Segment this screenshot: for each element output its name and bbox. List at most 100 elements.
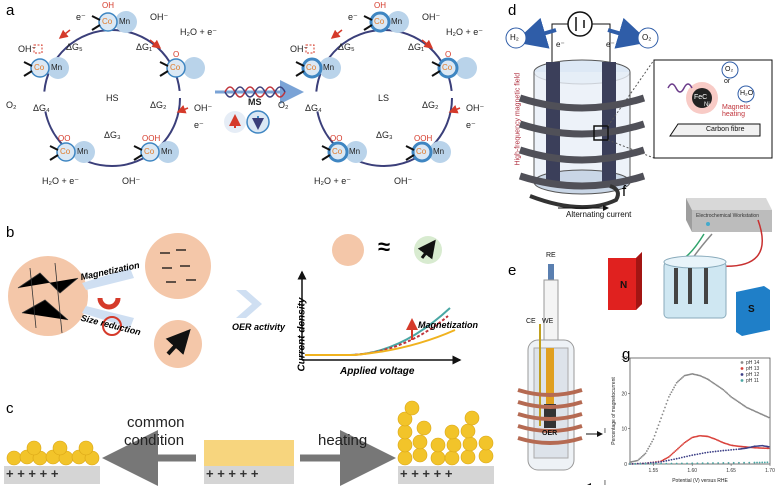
data-point-ph-12 (696, 453, 699, 456)
domain-particle (8, 256, 88, 336)
data-point-ph-13 (667, 456, 670, 458)
data-point-ph-14 (658, 420, 661, 423)
data-point-ph-13 (766, 447, 769, 450)
hs-o-rt: O (173, 50, 180, 59)
data-point-ph-11 (761, 461, 764, 464)
data-point-ph-12 (722, 449, 725, 452)
chevron-icon (236, 290, 262, 318)
data-point-ph-12 (730, 448, 733, 451)
data-point-ph-14 (664, 406, 666, 409)
data-point-ph-11 (660, 462, 663, 465)
ls-mn-top: Mn (391, 17, 403, 26)
data-point-ph-14 (647, 447, 650, 450)
data-point-ph-14 (741, 403, 744, 406)
data-point-ph-12 (636, 462, 639, 465)
data-point-ph-13 (760, 447, 762, 449)
data-point-ph-14 (715, 384, 718, 387)
data-point-ph-14 (678, 379, 681, 382)
applied-voltage-label: Applied voltage (340, 366, 415, 377)
data-point-ph-11 (722, 462, 725, 464)
data-point-ph-12 (647, 462, 650, 464)
hs-co-top: Co (102, 17, 113, 26)
data-point-ph-11 (649, 462, 652, 465)
data-point-ph-12 (732, 448, 735, 451)
heating-label: heating (318, 432, 368, 449)
data-point-ph-14 (744, 405, 747, 408)
hs-co-rb: Co (144, 147, 155, 156)
oer-label: OER (542, 430, 558, 437)
data-point-ph-14 (652, 438, 655, 441)
data-point-ph-12 (767, 445, 770, 448)
data-point-ph-13 (677, 447, 679, 450)
data-point-ph-11 (629, 463, 631, 465)
data-point-ph-11 (756, 461, 758, 464)
data-point-ph-12 (727, 449, 730, 452)
data-point-ph-13 (737, 445, 740, 448)
data-point-ph-13 (744, 446, 747, 448)
data-point-ph-12 (631, 462, 634, 465)
data-point-ph-13 (700, 434, 703, 437)
inset-mag-heating: Magnetic heating (722, 104, 751, 118)
data-point-ph-12 (709, 451, 712, 453)
data-point-ph-12 (693, 453, 696, 456)
data-point-ph-14 (662, 410, 665, 412)
data-point-ph-13 (671, 452, 674, 455)
hs-ooh: OOH (142, 134, 161, 143)
data-point-ph-13 (690, 437, 692, 440)
panel-c-diagram (4, 400, 494, 486)
ls-ohm-2: OH⁻ (290, 44, 309, 54)
hs-ohm-3: OH⁻ (194, 103, 213, 113)
panel-g-label: g (622, 346, 631, 363)
data-point-ph-12 (754, 445, 757, 448)
hs-ohm-2: OH⁻ (18, 44, 37, 54)
data-point-ph-14 (709, 380, 712, 382)
data-point-ph-12 (706, 451, 709, 454)
data-point-ph-12 (719, 449, 722, 452)
data-point-ph-14 (743, 404, 745, 407)
data-point-ph-11 (706, 462, 709, 465)
hs-em-1: e⁻ (76, 12, 86, 22)
ls-o2: O₂ (278, 100, 289, 110)
data-point-ph-13 (741, 445, 744, 448)
data-point-ph-11 (748, 461, 751, 464)
data-point-ph-13 (678, 446, 681, 449)
ls-label: LS (378, 93, 390, 103)
data-point-ph-14 (725, 391, 727, 394)
ls-dg2: ΔG₂ (422, 100, 439, 110)
hs-mn-top: Mn (119, 17, 131, 26)
data-point-ph-13 (670, 453, 673, 456)
ls-mn-lt: Mn (323, 63, 335, 72)
hs-em-3: e⁻ (194, 120, 204, 130)
ls-dg4: ΔG₄ (305, 103, 322, 113)
ls-em-3: e⁻ (466, 120, 476, 130)
panel-f-diagram (608, 198, 772, 336)
x-tick-label: 1.55 (648, 468, 658, 474)
data-point-ph-13 (675, 448, 678, 451)
data-point-ph-13 (702, 435, 705, 437)
inset-or: or (724, 78, 731, 85)
data-point-ph-13 (683, 441, 686, 444)
data-point-ph-14 (645, 450, 648, 452)
data-point-ph-14 (717, 385, 720, 388)
data-point-ph-13 (682, 443, 685, 445)
data-point-ph-14 (669, 393, 672, 396)
data-point-ph-11 (696, 462, 699, 465)
data-point-ph-13 (687, 439, 690, 442)
data-point-ph-14 (638, 458, 640, 461)
we-label: WE (542, 318, 554, 325)
magnet-icon (97, 297, 121, 310)
ls-co-rt: Co (442, 63, 453, 72)
panel-e-label: e (508, 262, 517, 279)
data-point-ph-14 (640, 456, 643, 458)
data-point-ph-14 (653, 434, 656, 437)
data-point-ph-13 (754, 446, 757, 449)
x-tick-label: 1.60 (687, 468, 697, 474)
data-point-ph-12 (714, 450, 717, 453)
plus-row-2: + + + + + (206, 466, 259, 481)
ls-oo: OO (330, 134, 343, 143)
data-point-ph-14 (722, 388, 725, 391)
data-point-ph-12 (680, 456, 683, 459)
plot-frame (629, 357, 771, 465)
data-point-ph-12 (758, 444, 761, 447)
data-point-ph-13 (674, 450, 677, 452)
